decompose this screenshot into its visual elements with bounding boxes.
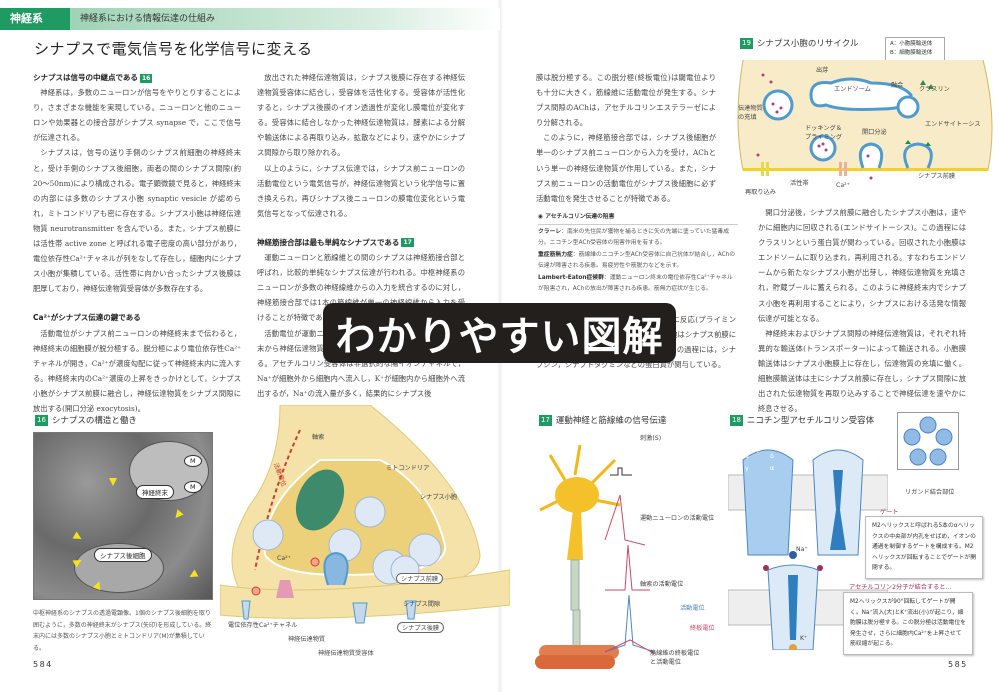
chapter-subtitle: 神経系における情報伝達の仕組み <box>70 8 500 30</box>
callout-gate-open: M2ヘリックスが90°回転してゲートが開く。Na⁺流入(大)とK⁺流出(小)が起… <box>843 592 973 655</box>
paragraph: 神経終末およびシナプス間隙の神経伝達物質は，それぞれ特異的な輸送体(トランスポー… <box>758 328 966 414</box>
em-label-postsynaptic-cell: シナプス後細胞 <box>94 548 152 562</box>
electron-micrograph: M M 神経終末 シナプス後細胞 <box>33 432 213 600</box>
page-number-right: 585 <box>948 660 968 669</box>
figure-19-legend: A：小胞膜輸送体 B：細胞膜輸送体 <box>885 37 945 61</box>
arrow-icon <box>172 509 184 521</box>
paragraph: 運動ニューロンと筋線維との間のシナプスは神経筋接合部と呼ばれ，比較的単純なシナプ… <box>257 253 465 323</box>
paragraph: 放出された神経伝達物質は，シナプス後膜に存在する神経伝達物質受容体に結合し，受容… <box>257 73 465 158</box>
subunit-beta: β <box>757 446 761 453</box>
label-na: Na⁺ <box>796 546 808 553</box>
chapter-label: 神経系(1) <box>0 8 70 47</box>
em-label-nerve-terminal: 神経終末 <box>136 485 174 499</box>
note-box: ◉ アセチルコリン伝達の阻害 クラーレ：南米の先住民が獲物を捕るときに矢の先端に… <box>538 212 738 296</box>
paragraph: 膜は脱分極する。この脱分極(終板電位)は閾電位よりも十分に大きく，筋線維に活動電… <box>536 73 716 128</box>
subunit-gamma: γ <box>745 465 749 472</box>
label-fusion: 融合 <box>891 82 904 89</box>
label-active-zone: 活性帯 <box>790 180 809 187</box>
page-title: シナプスで電気信号を化学信号に変える <box>34 40 313 58</box>
label-gate: ゲート <box>880 509 899 516</box>
label-stimulus: 刺激(S) <box>640 435 662 442</box>
callout-m2-helix: M2ヘリックスと呼ばれる5本のαヘリックスの中央部が内孔をせばめ，イオンの通過を… <box>865 516 983 579</box>
label-endocytosis: エンドサイトーシス <box>925 121 981 128</box>
vesicle-recycle-diagram <box>737 60 993 180</box>
arrow-icon <box>109 478 117 486</box>
page-number-left: 584 <box>33 660 53 669</box>
subunit-delta: δ <box>770 453 774 460</box>
subunit-alpha-2: α <box>770 465 775 472</box>
label-endosome: エンドソーム <box>834 86 871 93</box>
subunit-ring-box <box>897 412 959 470</box>
label-cleft: シナプス間隙 <box>403 601 441 608</box>
motor-neuron-diagram <box>535 444 656 669</box>
label-transmitter: 神経伝達物質 <box>288 636 326 643</box>
section-heading: Ca²⁺がシナプス伝達の鍵である <box>33 313 141 323</box>
note-item: クラーレ：南米の先住民が獲物を捕るときに矢の先端に塗っていた猛毒成分。ニコチン型… <box>538 228 730 247</box>
label-synaptic-vesicle: シナプス小胞 <box>420 494 458 501</box>
label-mitochondria: ミトコンドリア <box>386 465 430 472</box>
paragraph: 神経系は，多数のニューロンが信号をやりとりすることにより，さまざまな機能を実現し… <box>33 88 241 143</box>
label-filling: 伝達物質の充填 <box>738 105 763 121</box>
label-clathrin: クラスリン <box>919 86 950 93</box>
label-ligand-site: リガンド結合部位 <box>905 489 955 496</box>
note-item: Lambert-Eaton症候群：運動ニューロン終末の電位依存性Ca²⁺チャネル… <box>538 274 733 293</box>
chapter-header: 神経系(1) 神経系における情報伝達の仕組み <box>0 8 500 47</box>
label-axon: 軸索 <box>312 434 325 441</box>
text-column-3: 膜は脱分極する。この脱分極(終板電位)は閾電位よりも十分に大きく，筋線維に活動電… <box>536 70 716 206</box>
label-docking: ドッキング＆プライミング <box>805 125 843 141</box>
label-ca: Ca²⁺ <box>277 555 291 562</box>
label-ca-channel: 電位依存性Ca²⁺チャネル <box>228 622 298 629</box>
paragraph: このように，神経筋接合部では，シナプス後細胞が単一のシナプス前ニューロンから入力… <box>536 133 716 203</box>
label-budding: 出芽 <box>816 67 829 74</box>
figure-16-caption: 中枢神経系のシナプスの透過電顕像。1個のシナプス後細胞を取り囲むように，多数の神… <box>33 610 212 652</box>
label-receptor: 神経伝達物質受容体 <box>318 650 374 657</box>
em-label-m: M <box>184 481 202 493</box>
paragraph: シナプスは，信号の送り手側のシナプス前細胞の神経終末と，受け手側のシナプス後細胞… <box>33 148 241 294</box>
text-column-4: 開口分泌後，シナプス前膜に融合したシナプス小胞は，速やかに細胞内に回収される(エ… <box>758 205 966 416</box>
paragraph: 以上のように，シナプス伝達では，シナプス前ニューロンの活動電位という電気信号が，… <box>257 163 465 218</box>
synapse-diagram <box>220 405 510 624</box>
label-neuron-ap: 運動ニューロンの活動電位 <box>640 515 715 522</box>
nachr-diagram <box>728 449 888 650</box>
note-item: 重症筋無力症：筋線維のニコチン型ACh受容体に自己抗体が結合し，AChの伝達が障… <box>538 251 736 270</box>
figure-ref-badge: 17 <box>401 238 414 248</box>
label-reuptake: 再取り込み <box>745 189 776 196</box>
paragraph: 活動電位がシナプス前ニューロンの神経終末まで伝わると，神経終末の細胞膜が脱分極す… <box>33 328 241 413</box>
arrow-icon <box>187 569 199 581</box>
label-endplate-potential: 終板電位 <box>690 625 715 632</box>
label-pre-membrane: シナプス前膜 <box>918 173 956 180</box>
subunit-alpha: α <box>745 453 750 460</box>
promo-banner: わかりやすい図解 <box>323 303 676 363</box>
label-exocytosis: 開口分泌 <box>862 129 887 136</box>
label-post-membrane: シナプス後膜 <box>397 622 445 633</box>
label-k: K⁺ <box>800 635 808 642</box>
figure-ref-badge: 16 <box>139 73 153 83</box>
label-pre-membrane: シナプス前膜 <box>396 573 444 584</box>
label-axon-ap: 軸索の活動電位 <box>640 581 684 588</box>
label-ach-binding: アセチルコリン2分子が結合すると… <box>849 584 952 591</box>
label-ca: Ca²⁺ <box>836 182 850 189</box>
arrow-icon <box>72 531 84 543</box>
em-label-m: M <box>184 455 202 467</box>
note-title: ◉ アセチルコリン伝達の阻害 <box>538 212 738 225</box>
paragraph: 開口分泌後，シナプス前膜に融合したシナプス小胞は，速やかに細胞内に回収される(エ… <box>758 208 966 323</box>
label-muscle-potential: 筋線維の終板電位と活動電位 <box>650 650 700 666</box>
label-action-potential: 活動電位 <box>680 605 705 612</box>
